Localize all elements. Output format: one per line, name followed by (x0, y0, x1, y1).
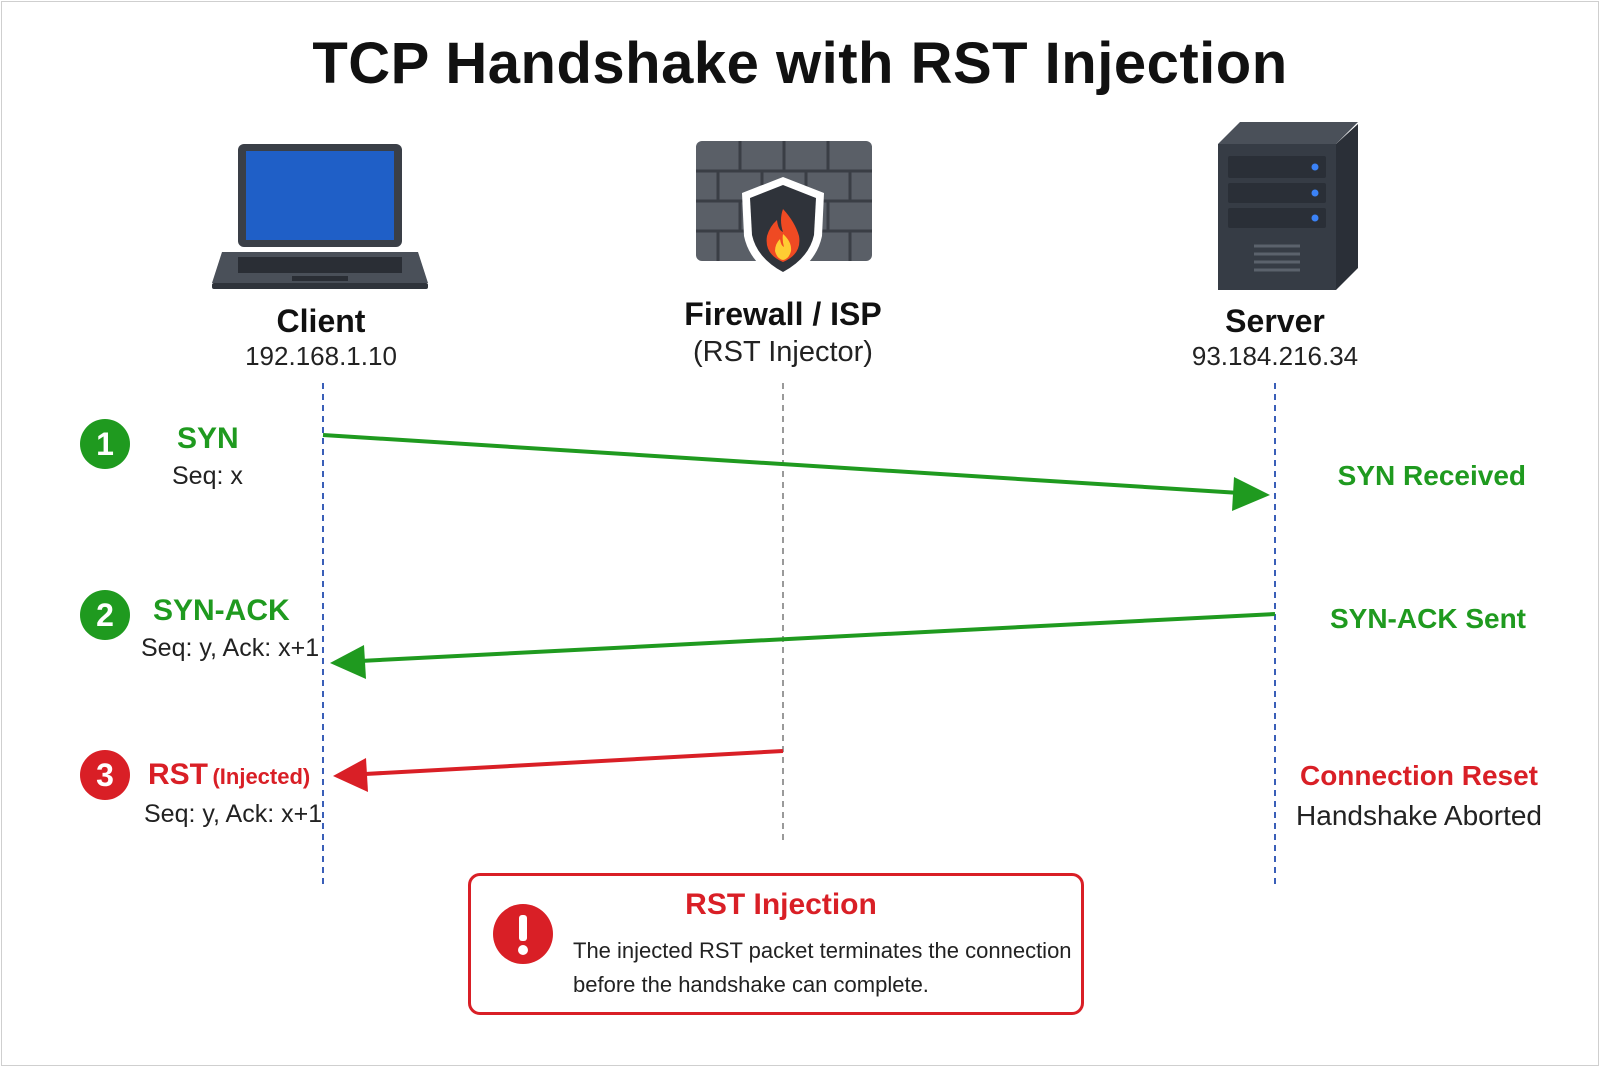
laptop-icon (212, 144, 428, 289)
syn-ack-arrow (330, 612, 1276, 679)
step-3-detail: Seq: y, Ack: x+1 (144, 800, 323, 828)
step-1-label: SYN (177, 422, 239, 455)
step-1-detail: Seq: x (172, 462, 243, 490)
server-icon (1218, 122, 1358, 290)
firewall-role: (RST Injector) (693, 336, 873, 368)
step-2-label: SYN-ACK (153, 594, 290, 627)
note-line-1: The injected RST packet terminates the c… (573, 938, 1072, 963)
syn-arrow (322, 433, 1270, 511)
step-3-label-suffix: (Injected) (212, 764, 311, 789)
step-3-heading: RST (Injected) (148, 758, 310, 792)
firewall-name: Firewall / ISP (684, 296, 882, 332)
step-3-status: Connection Reset (1299, 760, 1538, 791)
step-3-label: RST (148, 758, 208, 791)
step-1-badge: 1 (80, 419, 130, 469)
step-2-status: SYN-ACK Sent (1329, 603, 1526, 634)
rst-arrow (333, 749, 784, 792)
alert-icon (493, 904, 553, 964)
server-address: 93.184.216.34 (1191, 341, 1359, 371)
client-address: 192.168.1.10 (245, 341, 397, 371)
step-3-status-detail: Handshake Aborted (1296, 800, 1542, 831)
note-body: The injected RST packet terminates the c… (573, 934, 1083, 1002)
server-name: Server (1225, 303, 1325, 339)
client-name: Client (276, 303, 366, 339)
note-box: RST Injection The injected RST packet te… (468, 873, 1084, 1015)
firewall-icon (696, 141, 872, 281)
note-title: RST Injection (685, 888, 877, 921)
note-line-2: before the handshake can complete. (573, 972, 929, 997)
step-3-badge: 3 (80, 750, 130, 800)
diagram-title: TCP Handshake with RST Injection (312, 31, 1288, 96)
step-2-badge: 2 (80, 590, 130, 640)
step-1-status: SYN Received (1337, 460, 1526, 491)
step-2-detail: Seq: y, Ack: x+1 (141, 634, 320, 662)
